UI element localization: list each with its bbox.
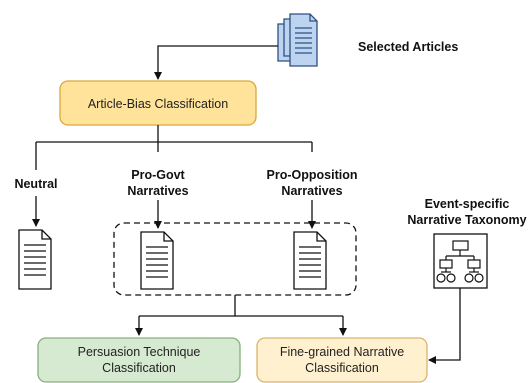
persuasion-box bbox=[37, 337, 241, 383]
narratives-group-box bbox=[113, 222, 357, 296]
finegrained-label-line1: Fine-grained Narrative bbox=[280, 345, 404, 359]
neutral-label: Neutral bbox=[14, 177, 57, 191]
document-icon bbox=[140, 231, 174, 290]
taxonomy-label-line1: Event-specific bbox=[425, 197, 510, 211]
selected-articles-label: Selected Articles bbox=[358, 40, 458, 54]
taxonomy-label-line2: Narrative Taxonomy bbox=[407, 213, 526, 227]
persuasion-label-line2: Classification bbox=[102, 361, 176, 375]
article-bias-label: Article-Bias Classification bbox=[88, 97, 228, 111]
pro-govt-label-line1: Pro-Govt bbox=[131, 168, 185, 182]
document-stack-icon bbox=[277, 13, 318, 67]
finegrained-label-line2: Classification bbox=[305, 361, 379, 375]
hierarchy-icon bbox=[433, 233, 488, 289]
finegrained-box bbox=[256, 337, 428, 383]
taxonomy-arrow bbox=[428, 288, 461, 364]
pro-opp-label-line2: Narratives bbox=[281, 184, 342, 198]
document-icon bbox=[293, 231, 327, 290]
pro-opp-label-line1: Pro-Opposition bbox=[267, 168, 358, 182]
pro-govt-label-line2: Narratives bbox=[127, 184, 188, 198]
persuasion-label-line1: Persuasion Technique bbox=[78, 345, 201, 359]
articles-to-bias-arrow bbox=[154, 45, 278, 80]
document-icon bbox=[18, 229, 52, 290]
